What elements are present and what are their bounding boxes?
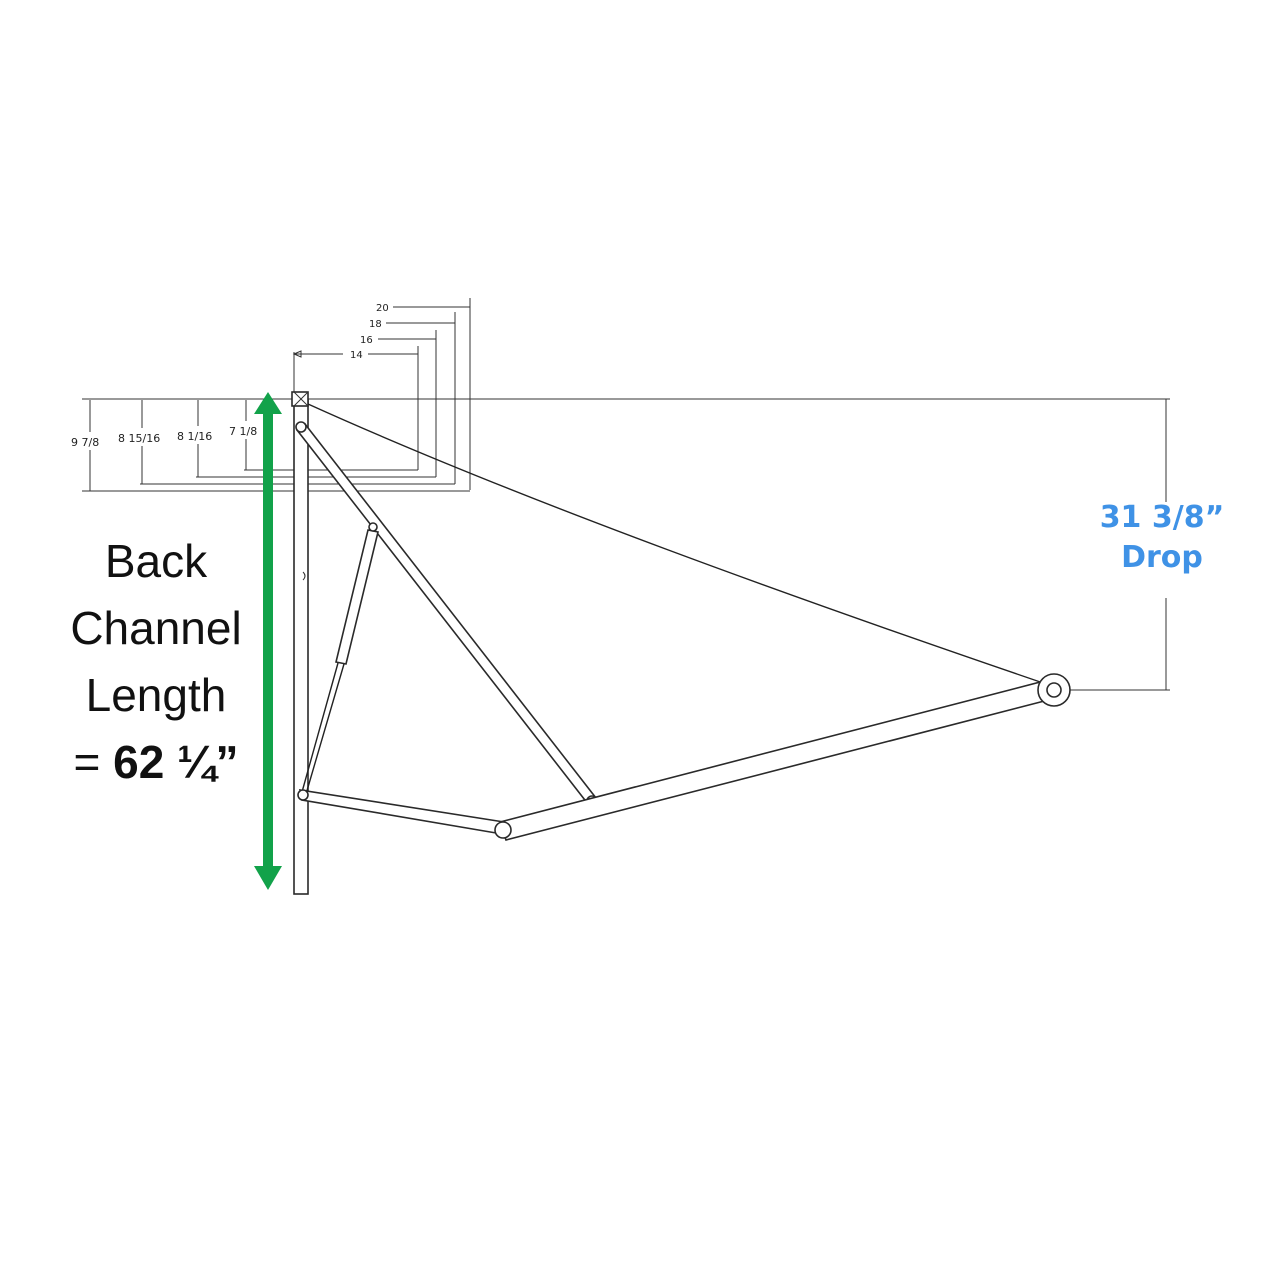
dim-18-label: 18 bbox=[369, 319, 382, 330]
lower-short-arm bbox=[297, 789, 505, 835]
back-channel-length-label: Back Channel Length = 62 ¼” bbox=[40, 528, 272, 796]
pitch-dim-2-label: 8 15/16 bbox=[118, 432, 160, 445]
dim-20-label: 20 bbox=[376, 303, 389, 314]
lower-arm-rail-pivot bbox=[297, 789, 309, 801]
drop-label: 31 3/8” Drop bbox=[1090, 498, 1234, 578]
rail-slot bbox=[302, 571, 306, 581]
gas-strut-cylinder bbox=[335, 529, 379, 665]
main-arm-body bbox=[498, 679, 1058, 841]
dim-16-label: 16 bbox=[360, 335, 373, 346]
back-channel-line-1: Back bbox=[104, 535, 208, 587]
pitch-dim-4-label: 7 1/8 bbox=[229, 425, 257, 438]
back-channel-value: 62 ¼” bbox=[113, 736, 239, 788]
gas-strut-rod-a bbox=[301, 662, 339, 793]
back-channel-arrow-top-head bbox=[254, 392, 282, 414]
gas-strut-top-pivot bbox=[368, 522, 378, 532]
roller-tube bbox=[1037, 673, 1071, 707]
gas-strut-rod-b bbox=[305, 663, 345, 795]
back-channel-line-3: Length bbox=[85, 669, 227, 721]
pitch-dim-4-bg bbox=[226, 421, 268, 439]
back-channel bbox=[293, 399, 309, 895]
roller-tube-inner bbox=[1046, 682, 1062, 698]
reference-lines bbox=[82, 398, 1170, 492]
rafter-arm-body bbox=[295, 422, 598, 806]
dim-14-arrowhead bbox=[292, 350, 302, 358]
back-channel-value-line: = 62 ¼” bbox=[40, 729, 272, 796]
pitch-dim-1-bg bbox=[68, 432, 112, 450]
rafter-arm bbox=[295, 421, 598, 807]
canopy-curve bbox=[307, 403, 1053, 687]
drop-value: 31 3/8” bbox=[1099, 500, 1225, 535]
back-channel-equals: = bbox=[73, 736, 101, 788]
back-channel-length-arrow bbox=[254, 392, 282, 890]
dim-14-label: 14 bbox=[350, 350, 363, 361]
pitch-dim-1-label: 9 7/8 bbox=[71, 436, 99, 449]
back-channel-line-2: Channel bbox=[70, 602, 242, 654]
pitch-dim-2-bg bbox=[116, 428, 168, 446]
top-extension-dimensions: 20 18 16 14 bbox=[292, 298, 471, 490]
back-channel-arrow-bottom-head bbox=[254, 866, 282, 890]
elbow-joint bbox=[494, 821, 512, 839]
back-channel-rail bbox=[291, 391, 309, 895]
gas-strut bbox=[301, 522, 379, 795]
pitch-dim-3-bg bbox=[174, 426, 224, 444]
side-pitch-dimensions: 9 7/8 8 15/16 8 1/16 7 1/8 bbox=[68, 400, 268, 491]
drop-text: Drop bbox=[1121, 540, 1203, 575]
lower-short-arm-body bbox=[298, 789, 505, 835]
drop-dimension bbox=[1062, 399, 1170, 691]
pitch-dim-3-label: 8 1/16 bbox=[177, 430, 212, 443]
back-channel-arrow-shaft bbox=[263, 410, 273, 866]
main-arm bbox=[494, 679, 1058, 841]
rafter-top-pivot bbox=[295, 421, 307, 433]
top-bracket-cross-b bbox=[293, 391, 309, 407]
